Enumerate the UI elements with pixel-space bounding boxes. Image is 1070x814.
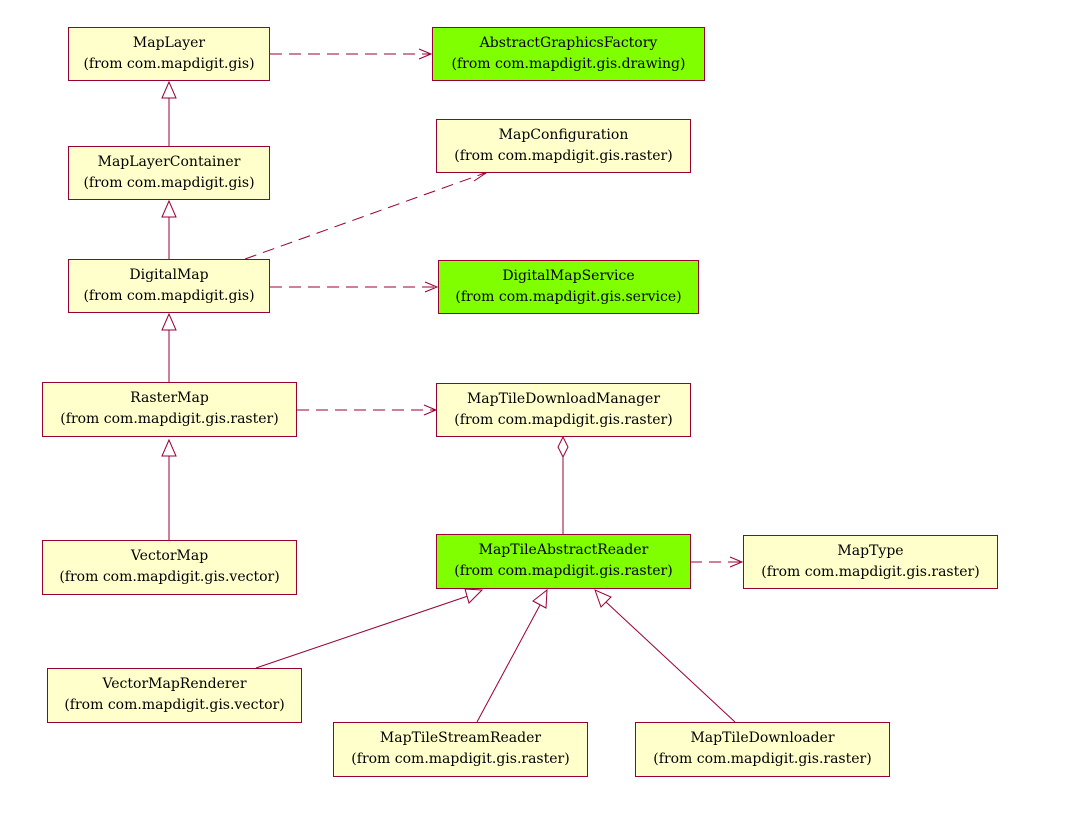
class-name: MapTileDownloadManager bbox=[466, 391, 661, 407]
class-map-configuration[interactable]: MapConfiguration (from com.mapdigit.gis.… bbox=[436, 119, 691, 173]
class-name: MapTileAbstractReader bbox=[478, 542, 649, 558]
generalization-triangle bbox=[464, 588, 484, 604]
class-package: (from com.mapdigit.gis.raster) bbox=[454, 148, 673, 164]
class-name: VectorMap bbox=[130, 548, 209, 564]
class-package: (from com.mapdigit.gis.raster) bbox=[454, 412, 673, 428]
class-raster-map[interactable]: RasterMap (from com.mapdigit.gis.raster) bbox=[42, 382, 297, 437]
generalization-triangle bbox=[532, 588, 548, 609]
class-map-type[interactable]: MapType (from com.mapdigit.gis.raster) bbox=[743, 535, 998, 589]
class-package: (from com.mapdigit.gis) bbox=[83, 56, 255, 72]
class-package: (from com.mapdigit.gis) bbox=[83, 288, 255, 304]
dependency-arrowhead bbox=[729, 556, 744, 568]
generalization-line bbox=[255, 595, 469, 669]
generalization-triangle bbox=[161, 199, 177, 218]
class-digital-map-service[interactable]: DigitalMapService (from com.mapdigit.gis… bbox=[438, 260, 699, 314]
class-name: MapLayer bbox=[132, 35, 206, 51]
class-name: DigitalMap bbox=[129, 267, 209, 283]
class-map-layer-container[interactable]: MapLayerContainer (from com.mapdigit.gis… bbox=[68, 146, 270, 200]
dependency-line bbox=[244, 172, 486, 260]
class-name: MapTileStreamReader bbox=[379, 730, 542, 746]
dependency-arrowhead bbox=[418, 48, 433, 60]
class-map-tile-abstract-reader[interactable]: MapTileAbstractReader (from com.mapdigit… bbox=[436, 534, 691, 589]
class-name: MapLayerContainer bbox=[97, 154, 241, 170]
class-map-tile-download-manager[interactable]: MapTileDownloadManager (from com.mapdigi… bbox=[436, 383, 691, 437]
class-package: (from com.mapdigit.gis) bbox=[83, 175, 255, 191]
class-map-layer[interactable]: MapLayer (from com.mapdigit.gis) bbox=[68, 27, 270, 81]
class-name: RasterMap bbox=[130, 390, 209, 406]
class-package: (from com.mapdigit.gis.raster) bbox=[653, 751, 872, 767]
class-abstract-graphics-factory[interactable]: AbstractGraphicsFactory (from com.mapdig… bbox=[432, 27, 705, 81]
generalization-line bbox=[605, 601, 736, 723]
class-package: (from com.mapdigit.gis.drawing) bbox=[451, 56, 686, 72]
generalization-triangle bbox=[161, 312, 177, 331]
aggregation-diamond bbox=[557, 435, 569, 459]
class-map-tile-stream-reader[interactable]: MapTileStreamReader (from com.mapdigit.g… bbox=[333, 722, 588, 777]
class-name: AbstractGraphicsFactory bbox=[479, 35, 658, 51]
class-map-tile-downloader[interactable]: MapTileDownloader (from com.mapdigit.gis… bbox=[635, 722, 890, 777]
class-vector-map[interactable]: VectorMap (from com.mapdigit.gis.vector) bbox=[42, 540, 297, 595]
dependency-arrowhead bbox=[424, 281, 439, 293]
class-name: MapType bbox=[837, 543, 904, 559]
class-name: DigitalMapService bbox=[502, 268, 635, 284]
class-name: MapTileDownloader bbox=[690, 730, 835, 746]
class-package: (from com.mapdigit.gis.vector) bbox=[64, 697, 285, 713]
generalization-line bbox=[476, 604, 541, 723]
generalization-triangle bbox=[161, 80, 177, 99]
generalization-triangle bbox=[161, 438, 177, 457]
class-package: (from com.mapdigit.gis.vector) bbox=[59, 569, 280, 585]
class-package: (from com.mapdigit.gis.raster) bbox=[761, 564, 980, 580]
generalization-triangle bbox=[594, 589, 612, 608]
class-package: (from com.mapdigit.gis.raster) bbox=[351, 751, 570, 767]
class-name: VectorMapRenderer bbox=[102, 676, 247, 692]
class-package: (from com.mapdigit.gis.raster) bbox=[454, 563, 673, 579]
class-package: (from com.mapdigit.gis.raster) bbox=[60, 411, 279, 427]
dependency-arrowhead bbox=[470, 171, 488, 182]
class-name: MapConfiguration bbox=[498, 127, 629, 143]
class-package: (from com.mapdigit.gis.service) bbox=[455, 289, 682, 305]
class-vector-map-renderer[interactable]: VectorMapRenderer (from com.mapdigit.gis… bbox=[47, 668, 302, 723]
class-digital-map[interactable]: DigitalMap (from com.mapdigit.gis) bbox=[68, 259, 270, 313]
